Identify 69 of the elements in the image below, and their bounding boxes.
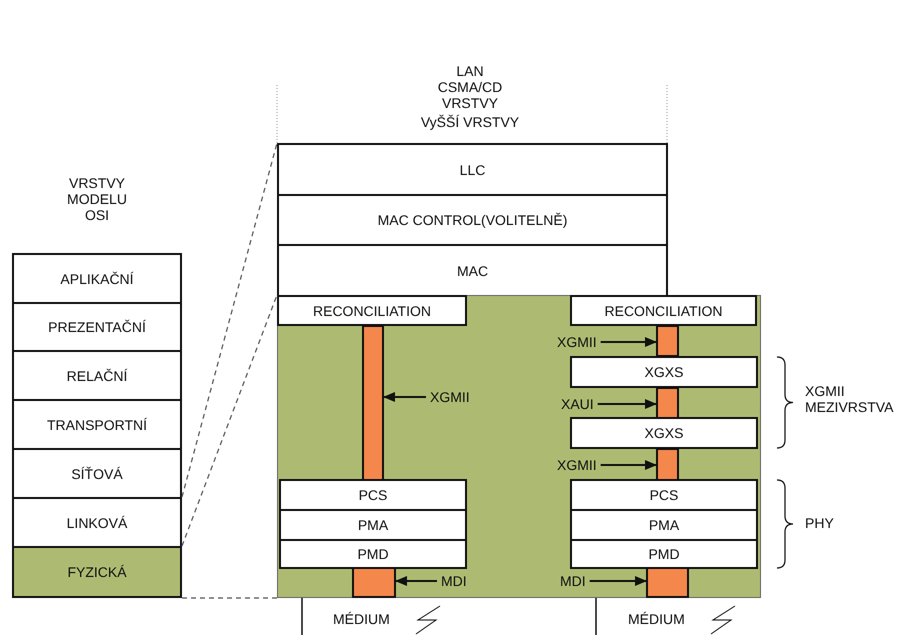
layer-name: PMA [358,517,388,533]
layer-name: PMD [648,546,680,562]
interface-label: XGMII [430,389,470,405]
sublayer-box [279,539,467,569]
layer-name: LINKOVÁ [66,514,128,530]
sublayer-box [570,295,757,326]
interface-bar [352,567,396,598]
layer-name: RECONCILIATION [604,302,722,318]
layer-name: FYZICKÁ [67,564,127,580]
bracket-label: XGMII MEZIVRSTVA [805,383,894,415]
medium-label: MÉDIUM [333,611,391,627]
layer-name: PMA [648,517,680,533]
interface-bar [656,387,679,419]
sublayer-box [277,295,467,326]
interface-label: MDI [441,573,467,589]
projection-line [181,294,278,546]
layer-name: SÍŤOVÁ [71,466,123,482]
layer-name: XGXS [644,425,684,441]
layer-name: PREZENTAČNÍ [48,319,146,335]
interface-bar [656,325,679,357]
interface-label: XGMII [557,457,597,473]
osi-layer-box [12,302,182,352]
sublayer-box [570,509,758,541]
osi-layer-box [12,399,182,450]
interface-label: XAUI [561,396,594,412]
arrow [598,399,657,409]
sublayer-box [570,417,758,449]
layer-name: MAC [456,262,488,278]
layer-label: VyŠŠÍ VRSTVY [420,114,520,130]
osi-layer-box [12,448,182,499]
sublayer-box [279,479,467,511]
layer-name: PCS [358,487,388,503]
projection-line [182,597,277,599]
layer-name: RELAČNÍ [66,368,128,384]
layer-name: RECONCILIATION [313,302,431,318]
bracket-label: PHY [805,515,835,531]
interface-label: MDI [560,573,586,589]
layer-box [277,143,668,196]
arrow [383,392,426,402]
interface-label: XGMII [557,334,597,350]
layer-name: TRANSPORTNÍ [46,416,148,432]
medium-label: MÉDIUM [628,611,686,627]
arrow [395,576,437,586]
osi-layer-box [12,497,182,548]
layer-name: XGXS [644,364,684,380]
layer-box [277,194,668,246]
osi-layer-box [12,350,182,401]
osi-layer-box [12,546,182,598]
layer-name: APLIKAČNÍ [60,270,134,286]
interface-bar [656,448,679,481]
interface-bar [646,567,689,598]
arrow [590,576,647,586]
arrow [600,460,657,470]
sublayer-box [570,539,758,569]
projection-line [181,142,278,498]
column-heading: LAN CSMA/CD VRSTVY [436,63,504,111]
layer-name: LLC [460,162,486,178]
column-heading: VRSTVY MODELU OSI [66,175,128,223]
layer-name: PMD [357,546,389,562]
layer-name: PCS [650,487,678,503]
interface-bar [362,325,384,481]
sublayer-box [570,356,758,388]
osi-layer-box [12,253,182,304]
layer-name: MAC CONTROL(VOLITELNĚ) [378,212,568,228]
sublayer-box [279,509,467,541]
arrow [600,337,657,347]
sublayer-box [570,479,758,511]
physical-layer-panel [277,295,761,598]
layer-box [277,244,668,297]
